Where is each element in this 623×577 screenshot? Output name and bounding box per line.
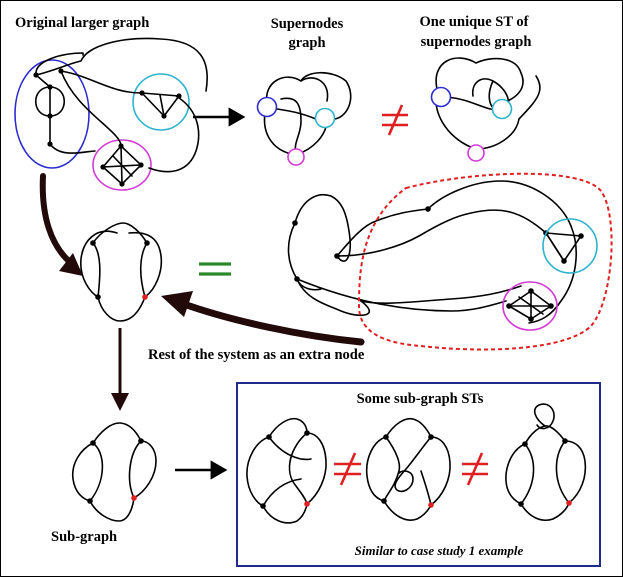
- cyan-supernode-st: [491, 98, 513, 120]
- unique-st-label-line2: supernodes graph: [421, 34, 532, 50]
- cyan-supernode-ellipse: [132, 73, 190, 131]
- unique-st-label-line1: One unique ST of: [420, 14, 529, 30]
- sub-graph-label: Sub-graph: [51, 529, 117, 545]
- cyan-supernode-expanded: [542, 218, 598, 274]
- original-larger-graph: [14, 37, 208, 191]
- expanded-graph: [287, 172, 613, 351]
- equals-sign-green: [199, 262, 231, 276]
- rest-of-system-label: Rest of the system as an extra node: [148, 347, 365, 363]
- blue-supernode-ellipse: [14, 59, 90, 169]
- reduced-graph: [80, 222, 163, 322]
- some-sub-graph-sts-title: Some sub-graph STs: [357, 391, 484, 407]
- cyan-supernode: [314, 107, 336, 129]
- extra-node-red: [142, 294, 148, 300]
- original-graph-label: Original larger graph: [15, 15, 149, 31]
- supernodes-label-line1: Supernodes: [271, 16, 344, 32]
- magenta-supernode-expanded: [502, 281, 558, 331]
- rest-of-system-region: [357, 172, 613, 351]
- supernodes-label-line2: graph: [288, 35, 325, 51]
- blue-supernode: [256, 96, 278, 118]
- arrow-to-reduced: [39, 173, 74, 266]
- magenta-supernode-st: [467, 144, 485, 162]
- blue-supernode-st: [430, 86, 452, 108]
- sub-graph: [71, 422, 157, 522]
- supernodes-graph: [256, 71, 352, 166]
- not-equal-sign-1: [382, 104, 408, 136]
- magenta-supernode-ellipse: [92, 139, 152, 191]
- magenta-supernode: [287, 148, 305, 166]
- arrow-rest-to-extra-node: [177, 299, 365, 346]
- unique-st-of-supernodes: [430, 57, 541, 162]
- sub-graph-sts-box: Some sub-graph STs Similar to case study…: [236, 382, 601, 567]
- similar-case-caption: Similar to case study 1 example: [355, 543, 524, 558]
